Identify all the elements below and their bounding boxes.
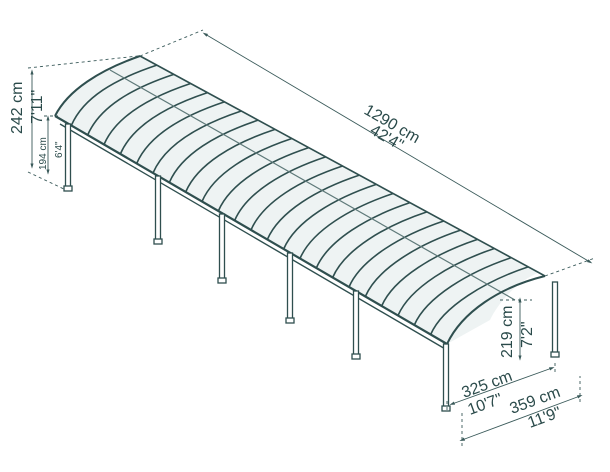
total-height-cm-label: 242 cm xyxy=(9,82,26,134)
roof-rib xyxy=(103,82,191,145)
post-footing xyxy=(63,185,73,192)
post-footing xyxy=(217,277,227,284)
dimension-lines xyxy=(27,29,596,446)
support-post xyxy=(551,281,559,357)
support-post xyxy=(218,213,226,283)
total-height-ft-label: 7'11" xyxy=(29,90,46,124)
post-footing xyxy=(285,317,295,324)
roof-rib xyxy=(119,91,208,155)
support-post xyxy=(64,123,72,191)
support-post xyxy=(442,343,450,411)
support-post xyxy=(286,252,294,323)
support-post xyxy=(154,175,162,244)
post-footing xyxy=(441,405,451,412)
post-footing xyxy=(351,353,361,360)
end-height-ft-label: 7'2" xyxy=(519,321,536,348)
roof-rib xyxy=(70,64,158,126)
eave-height-cm-label: 194 cm xyxy=(38,137,49,170)
eave-height-ft-label: 6'4" xyxy=(54,141,65,158)
back-end-arch xyxy=(446,275,546,345)
roof-surface xyxy=(55,56,540,344)
front-end-arch xyxy=(54,55,141,117)
support-posts xyxy=(63,123,560,412)
support-post xyxy=(352,290,360,359)
post-footing xyxy=(550,351,560,358)
post-footing xyxy=(153,238,163,245)
roof-rib xyxy=(429,266,529,335)
end-height-cm-label: 219 cm xyxy=(499,306,516,358)
roof-rib xyxy=(86,73,175,136)
